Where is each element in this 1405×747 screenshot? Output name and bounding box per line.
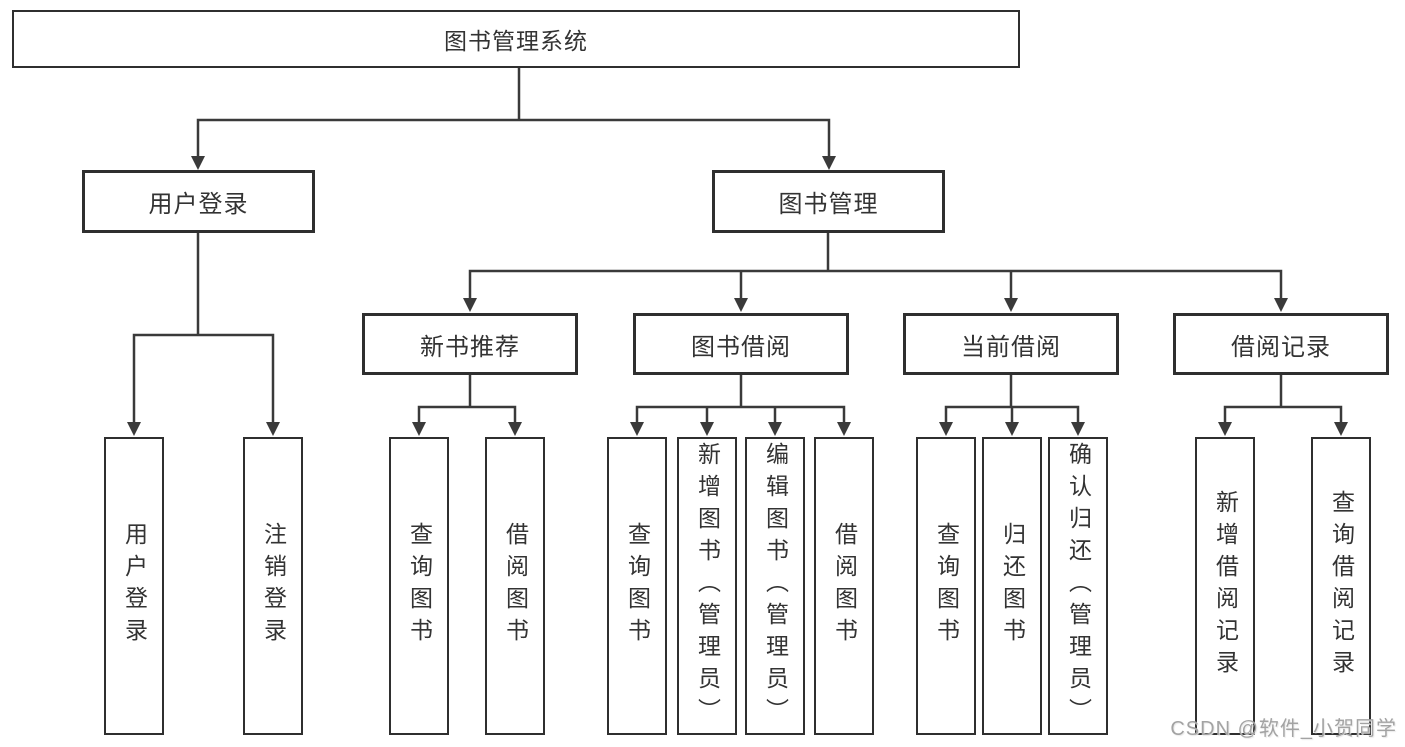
node-current-borrow: 当前借阅 [903, 313, 1119, 375]
leaf-label: 编辑图书（管理员） [762, 442, 789, 730]
leaf-label: 用户登录 [121, 522, 148, 650]
leaf-label: 借阅图书 [831, 522, 858, 650]
leaf-label: 查询图书 [933, 522, 960, 650]
node-user-login: 用户登录 [82, 170, 315, 233]
leaf-label: 查询图书 [406, 522, 433, 650]
connector-current-borrow-to-leaves [939, 375, 1085, 436]
leaf-newbook-query: 查询图书 [389, 437, 449, 735]
connector-root-to-level2 [191, 68, 836, 170]
leaf-logout: 注销登录 [243, 437, 303, 735]
node-root-system: 图书管理系统 [12, 10, 1020, 68]
leaf-current-query: 查询图书 [916, 437, 976, 735]
connector-new-book-to-leaves [412, 375, 522, 436]
leaf-newbook-borrow: 借阅图书 [485, 437, 545, 735]
leaf-label: 新增图书（管理员） [694, 442, 721, 730]
connector-borrow-records-to-leaves [1218, 375, 1348, 436]
node-book-mgmt: 图书管理 [712, 170, 945, 233]
node-borrow-records: 借阅记录 [1173, 313, 1389, 375]
leaf-label: 归还图书 [999, 522, 1026, 650]
csdn-watermark: CSDN @软件_小贺同学 [1170, 718, 1397, 740]
leaf-record-query: 查询借阅记录 [1311, 437, 1371, 735]
leaf-label: 借阅图书 [502, 522, 529, 650]
leaf-borrow-book: 借阅图书 [814, 437, 874, 735]
leaf-borrow-add-admin: 新增图书（管理员） [677, 437, 737, 735]
leaf-label: 新增借阅记录 [1212, 490, 1239, 682]
node-book-borrow: 图书借阅 [633, 313, 849, 375]
connector-user-login-to-leaves [127, 233, 280, 436]
node-new-book: 新书推荐 [362, 313, 578, 375]
leaf-label: 查询借阅记录 [1328, 490, 1355, 682]
leaf-borrow-query: 查询图书 [607, 437, 667, 735]
leaf-borrow-edit-admin: 编辑图书（管理员） [745, 437, 805, 735]
leaf-label: 查询图书 [624, 522, 651, 650]
connector-book-borrow-to-leaves [630, 375, 851, 436]
leaf-current-return: 归还图书 [982, 437, 1042, 735]
leaf-record-add: 新增借阅记录 [1195, 437, 1255, 735]
leaf-label: 确认归还（管理员） [1065, 442, 1092, 730]
connector-book-mgmt-to-level3 [463, 233, 1288, 312]
leaf-user-login: 用户登录 [104, 437, 164, 735]
leaf-label: 注销登录 [260, 522, 287, 650]
leaf-current-confirm-admin: 确认归还（管理员） [1048, 437, 1108, 735]
